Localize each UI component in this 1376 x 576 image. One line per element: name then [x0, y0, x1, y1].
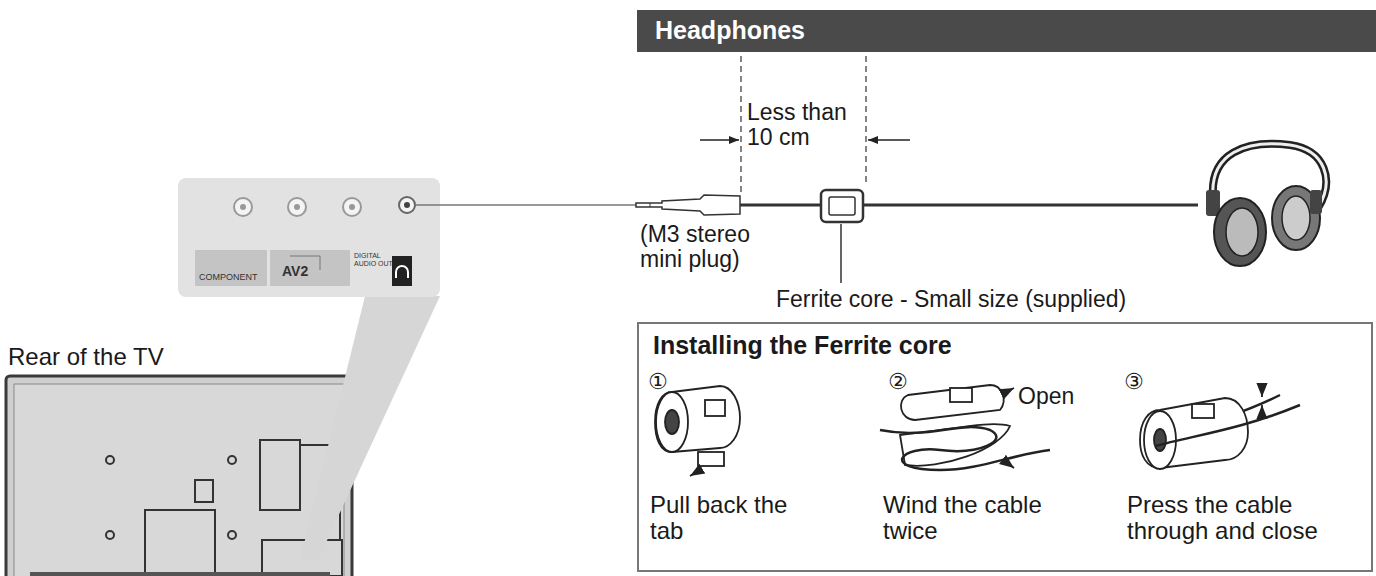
jack-panel-box: COMPONENT AV2 DIGITAL AUDIO OUT [178, 178, 440, 297]
dimension-label: Less than 10 cm [747, 100, 865, 151]
ferrite-step-1 [655, 386, 740, 476]
headphone-cable [415, 190, 1198, 283]
step-text: Wind the cable twice [883, 492, 1098, 545]
step-number: ② [888, 370, 908, 394]
step-number: ① [648, 370, 668, 394]
section-header: Headphones [637, 10, 1376, 52]
headphones-icon [1206, 144, 1326, 266]
step-number: ③ [1124, 370, 1144, 394]
tv-rear [6, 376, 352, 576]
node-text: AV2 [282, 264, 308, 279]
step-text: Press the cable through and close [1127, 492, 1367, 545]
node-text: Installing the Ferrite core [653, 332, 952, 360]
dimension [700, 56, 910, 192]
node-text: COMPONENT [199, 273, 258, 283]
action-label: Open [1018, 384, 1074, 409]
node-text: Headphones [655, 17, 805, 45]
view-label: Rear of the TV [8, 344, 164, 370]
ferrite-step-3 [1140, 385, 1300, 469]
jack-panel [178, 178, 440, 297]
part-label: Ferrite core - Small size (supplied) [776, 287, 1126, 312]
step-text: Pull back the tab [650, 492, 825, 545]
node-text: DIGITAL AUDIO OUT [354, 252, 394, 267]
zoom-wedge [300, 296, 440, 560]
part-label: (M3 stereo mini plug) [640, 222, 780, 273]
